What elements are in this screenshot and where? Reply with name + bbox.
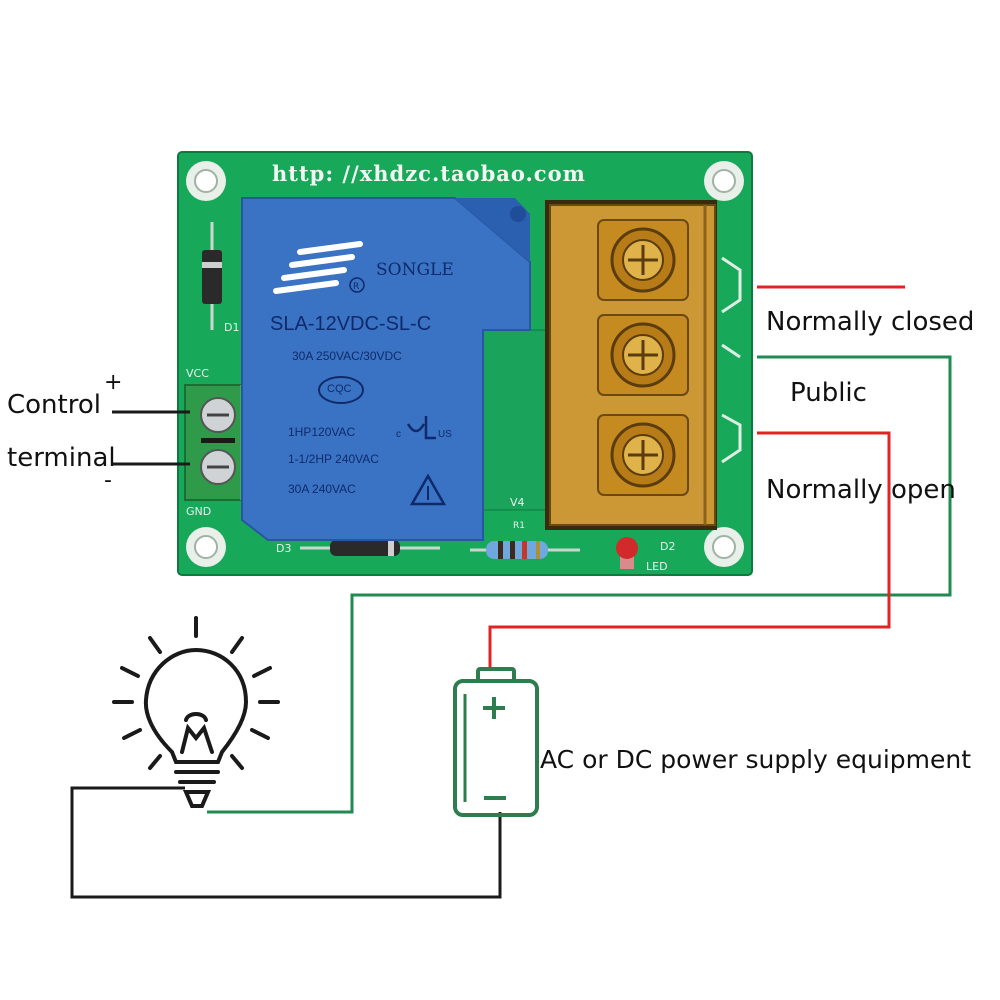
label-minus: - — [104, 468, 112, 493]
mounting-hole-top-left — [186, 161, 226, 201]
label-normally-open: Normally open — [766, 475, 956, 505]
relay-rating-3: 1-1/2HP 240VAC — [288, 452, 379, 466]
mounting-hole-bottom-left — [186, 527, 226, 567]
power-terminal-block — [545, 200, 717, 530]
diode-d3 — [300, 540, 440, 556]
terminal-screw-com — [597, 314, 689, 396]
terminal-screw-no — [597, 414, 689, 496]
songle-logo-icon — [273, 241, 363, 294]
silkscreen-r1: R1 — [513, 521, 525, 531]
relay-model: SLA-12VDC-SL-C — [270, 313, 432, 335]
wire-public-green — [207, 355, 952, 814]
diode-d1 — [202, 222, 222, 330]
label-control: Control — [7, 390, 101, 420]
label-power-supply: AC or DC power supply equipment — [540, 745, 972, 774]
wire-normally-open-red — [488, 431, 891, 668]
screw-icon — [200, 449, 236, 485]
registered-mark-icon: R — [349, 277, 365, 293]
silkscreen-d3: D3 — [276, 542, 292, 555]
label-plus: + — [104, 370, 123, 395]
mounting-hole-top-right — [704, 161, 744, 201]
screw-icon — [200, 397, 236, 433]
svg-text:R: R — [353, 282, 359, 292]
label-public: Public — [790, 378, 867, 408]
silkscreen-v4: V4 — [510, 496, 525, 509]
battery-icon — [453, 667, 539, 817]
relay-cert-ul-us: US — [438, 429, 452, 440]
relay-rating-4: 30A 240VAC — [288, 482, 356, 496]
silkscreen-d2: D2 — [660, 540, 676, 553]
silkscreen-gnd: GND — [186, 505, 212, 518]
relay-body: R — [241, 197, 531, 541]
label-normally-closed: Normally closed — [766, 307, 975, 337]
cqc-mark-icon — [318, 376, 364, 404]
wire-return-black — [70, 786, 502, 899]
relay-brand: SONGLE — [376, 260, 454, 280]
relay-rating-2: 1HP120VAC — [288, 425, 356, 439]
relay-cert-ul-c: c — [396, 429, 401, 440]
status-led — [616, 537, 638, 569]
terminal-screw-nc — [597, 219, 689, 301]
silkscreen-d1: D1 — [224, 321, 240, 334]
light-bulb-icon — [112, 616, 280, 808]
triangle-cert-icon — [409, 473, 447, 506]
silkscreen-vcc: VCC — [186, 367, 209, 380]
ul-mark-icon — [406, 416, 436, 440]
label-terminal: terminal — [7, 443, 116, 473]
relay-rating-1: 30A 250VAC/30VDC — [292, 349, 402, 363]
board-url: http: //xhdzc.taobao.com — [272, 161, 586, 186]
silkscreen-led: LED — [646, 560, 668, 573]
resistor-r1 — [470, 541, 580, 559]
relay-cert-cqc: CQC — [327, 383, 352, 395]
mounting-hole-bottom-right — [704, 527, 744, 567]
